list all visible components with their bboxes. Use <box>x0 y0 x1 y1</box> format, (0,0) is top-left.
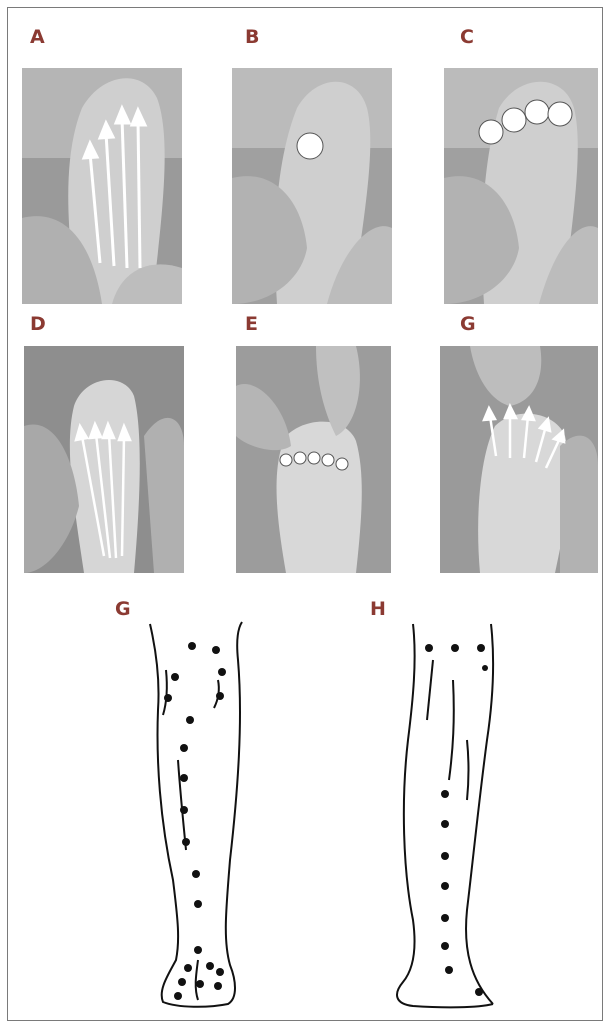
panel-label-g-photo: G <box>460 315 476 334</box>
figure-frame: A B C <box>7 7 603 1021</box>
photo-e <box>236 346 391 573</box>
photo-b <box>232 68 392 304</box>
leg-diagram-side <box>383 620 523 1010</box>
panel-label-a: A <box>30 28 45 47</box>
panel-label-e: E <box>245 315 258 334</box>
acupoint-markers <box>164 642 226 1000</box>
panel-label-d: D <box>30 315 46 334</box>
acupoint-markers <box>425 644 488 996</box>
photo-d <box>24 346 184 573</box>
pressure-point-marker <box>297 133 323 159</box>
panel-label-c: C <box>460 28 474 47</box>
panel-label-g-leg: G <box>115 600 131 619</box>
photo-g-toes <box>440 346 598 573</box>
panel-label-b: B <box>245 28 259 47</box>
panel-label-h: H <box>370 600 386 619</box>
photo-a <box>22 68 182 304</box>
leg-diagram-front <box>138 620 268 1010</box>
photo-c <box>444 68 598 304</box>
